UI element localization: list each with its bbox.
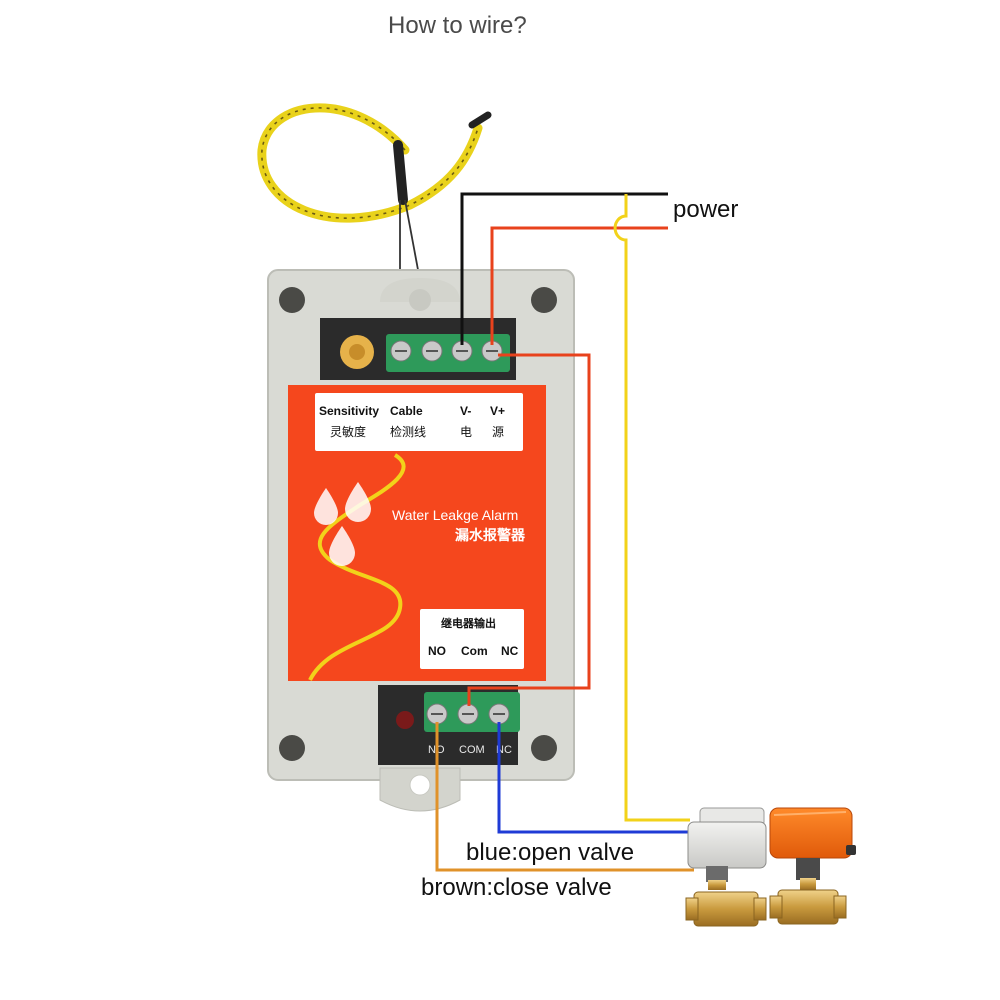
- orange-valve: [769, 807, 856, 925]
- top-terminals: [390, 340, 503, 362]
- power-wires: [460, 192, 668, 706]
- power-label: power: [673, 196, 739, 223]
- red-jumper-wire: [467, 353, 591, 706]
- yellow-wire: [613, 194, 690, 822]
- water-drop-icon: [314, 488, 338, 525]
- grey-valve: [685, 807, 767, 927]
- red-wire: [490, 226, 668, 345]
- page-title: How to wire?: [388, 12, 527, 39]
- v-minus-label: V-: [460, 404, 471, 418]
- sensitivity-cn-label: 灵敏度: [330, 424, 366, 439]
- relay-output-cn-label: 继电器输出: [441, 616, 496, 630]
- relay-com-label: Com: [461, 644, 488, 658]
- water-drop-icon: [329, 526, 355, 566]
- blue-open-valve-label: blue:open valve: [466, 839, 635, 866]
- water-drop-icon: [345, 482, 371, 522]
- blue-wire: [497, 722, 694, 834]
- power-cn-label-2: 源: [492, 425, 504, 439]
- pcb-com-label: COM: [459, 744, 485, 756]
- power-cn-label-1: 电: [460, 425, 472, 439]
- brown-close-valve-label: brown:close valve: [421, 874, 612, 901]
- device-name-cn: 漏水报警器: [455, 527, 526, 543]
- relay-no-label: NO: [428, 644, 446, 658]
- label-panel: Sensitivity Cable V- V+ 灵敏度 检测线 电 源 Wate…: [288, 385, 546, 681]
- device-name-en: Water Leakge Alarm: [392, 507, 518, 523]
- cable-label: Cable: [390, 404, 423, 418]
- bottom-terminals: NO COM NC: [426, 703, 512, 756]
- brown-wire: [435, 722, 694, 872]
- black-wire: [460, 192, 668, 345]
- v-plus-label: V+: [490, 404, 505, 418]
- sensitivity-label: Sensitivity: [319, 404, 379, 418]
- cable-cn-label: 检测线: [390, 424, 426, 439]
- relay-nc-label: NC: [501, 644, 519, 658]
